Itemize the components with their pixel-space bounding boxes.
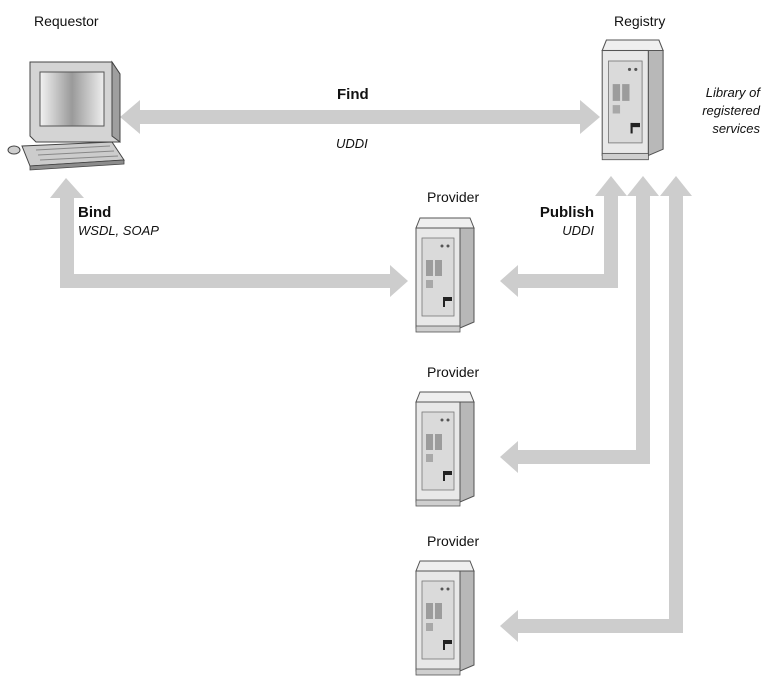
publish-label: Publish: [540, 204, 594, 221]
registry-provider3-arrow: [500, 176, 692, 642]
provider-1-label: Provider: [427, 189, 479, 205]
provider-3-label: Provider: [427, 533, 479, 549]
find-label: Find: [337, 86, 369, 103]
provider-2-server-icon: [415, 391, 475, 507]
publish-protocol-label: UDDI: [562, 223, 594, 238]
registry-provider2-arrow: [500, 176, 659, 473]
provider-2-label: Provider: [427, 364, 479, 380]
requestor-label: Requestor: [34, 13, 99, 29]
provider-3-server-icon: [415, 560, 475, 676]
registry-server-icon: [601, 39, 664, 161]
registry-note-line-1: Library of: [706, 85, 762, 100]
requestor-computer-icon: [7, 60, 125, 171]
bind-arrow: [50, 178, 408, 297]
bind-protocol-label: WSDL, SOAP: [78, 223, 159, 238]
find-arrow: [120, 100, 600, 134]
registry-label: Registry: [614, 13, 665, 29]
provider-1-server-icon: [415, 217, 475, 333]
publish-arrow: [500, 176, 627, 297]
registry-note-line-2: registered: [702, 103, 761, 118]
find-protocol-label: UDDI: [336, 136, 368, 151]
registry-note-line-3: services: [712, 121, 760, 136]
bind-label: Bind: [78, 204, 111, 221]
